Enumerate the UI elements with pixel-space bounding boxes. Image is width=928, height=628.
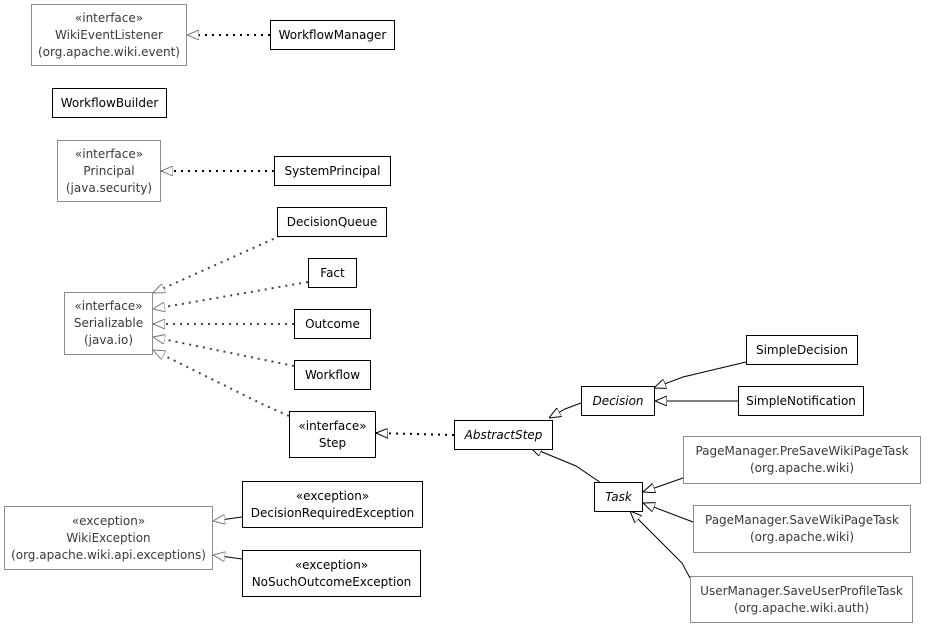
generalization-savetask-task [643,503,694,523]
generalization-nosuchoutcome-wikiexception [213,555,243,559]
class-name: DecisionRequiredException [250,505,415,520]
package-label: (java.io) [84,333,133,347]
class-name: Decision [592,393,644,408]
stereotype-label: «exception» [294,557,369,572]
class-name: Step [318,435,347,450]
realization-decisionqueue-serializable [153,235,281,294]
class-name: SimpleNotification [746,393,856,408]
package-label: (org.apache.wiki.api.exceptions) [11,547,206,562]
class-presave-wiki-page-task[interactable]: PageManager.PreSaveWikiPageTask (org.apa… [683,436,921,484]
class-decision[interactable]: Decision [581,386,655,416]
class-name: Outcome [305,316,360,331]
class-name: UserManager.SaveUserProfileTask [700,583,903,598]
class-name: PageManager.PreSaveWikiPageTask [695,444,909,458]
class-outcome[interactable]: Outcome [294,309,371,339]
class-name: SystemPrincipal [284,163,381,178]
class-system-principal[interactable]: SystemPrincipal [274,156,391,186]
class-name: WorkflowManager [278,27,387,42]
class-wiki-exception[interactable]: «exception» WikiException (org.apache.wi… [4,506,213,570]
class-name: Workflow [304,367,361,382]
stereotype-label: «interface» [74,299,143,313]
class-no-such-outcome-exception[interactable]: «exception» NoSuchOutcomeException [242,550,421,597]
class-task[interactable]: Task [594,482,643,512]
class-name: PageManager.SaveWikiPageTask [705,513,899,527]
class-serializable[interactable]: «interface» Serializable (java.io) [64,292,153,355]
generalization-simpledecision-decision [654,361,747,388]
package-label: (org.apache.wiki) [749,530,854,544]
stereotype-label: «interface» [74,146,144,161]
class-name: AbstractStep [464,427,543,442]
stereotype-label: «interface» [298,418,367,433]
class-workflow-builder[interactable]: WorkflowBuilder [52,88,167,118]
generalization-task-abstractstep [530,447,605,486]
class-name: WikiException [66,530,151,545]
class-save-wiki-page-task[interactable]: PageManager.SaveWikiPageTask (org.apache… [693,505,911,553]
package-label: (java.security) [65,180,153,195]
realization-step-serializable [153,349,290,417]
class-decision-queue[interactable]: DecisionQueue [277,207,387,237]
class-name: Principal [83,163,135,178]
stereotype-label: «interface» [74,10,144,25]
class-name: DecisionQueue [286,214,378,229]
package-label: (org.apache.wiki.event) [37,44,180,59]
stereotype-label: «exception» [295,488,370,503]
class-name: SimpleDecision [755,342,849,357]
class-save-user-profile-task[interactable]: UserManager.SaveUserProfileTask (org.apa… [690,576,913,623]
class-workflow[interactable]: Workflow [294,360,371,390]
realization-abstractstep-step [376,433,455,435]
realization-fact-serializable [153,281,309,309]
class-workflow-manager[interactable]: WorkflowManager [270,20,395,50]
class-wiki-event-listener[interactable]: «interface» WikiEventListener (org.apach… [31,4,187,66]
class-name: Fact [320,265,345,280]
class-abstract-step[interactable]: AbstractStep [454,420,553,450]
realization-workflow-serializable [153,337,295,367]
class-name: NoSuchOutcomeException [251,574,412,589]
package-label: (org.apache.wiki) [749,461,854,475]
stereotype-label: «exception» [71,513,146,528]
generalization-saveprofiletask-task [630,511,691,579]
class-simple-notification[interactable]: SimpleNotification [738,386,864,416]
class-name: Task [605,489,632,504]
class-simple-decision[interactable]: SimpleDecision [746,335,858,365]
class-name: Serializable [73,316,144,330]
class-step[interactable]: «interface» Step [289,411,376,458]
class-decision-required-exception[interactable]: «exception» DecisionRequiredException [242,481,423,528]
class-fact[interactable]: Fact [308,258,357,288]
generalization-decision-abstractstep [549,402,582,418]
class-name: WikiEventListener [55,27,163,42]
class-name: WorkflowBuilder [60,95,159,110]
package-label: (org.apache.wiki.auth) [733,600,870,615]
class-principal[interactable]: «interface» Principal (java.security) [57,140,161,202]
generalization-presavetask-task [643,477,684,492]
generalization-decisionrequired-wikiexception [213,517,243,521]
